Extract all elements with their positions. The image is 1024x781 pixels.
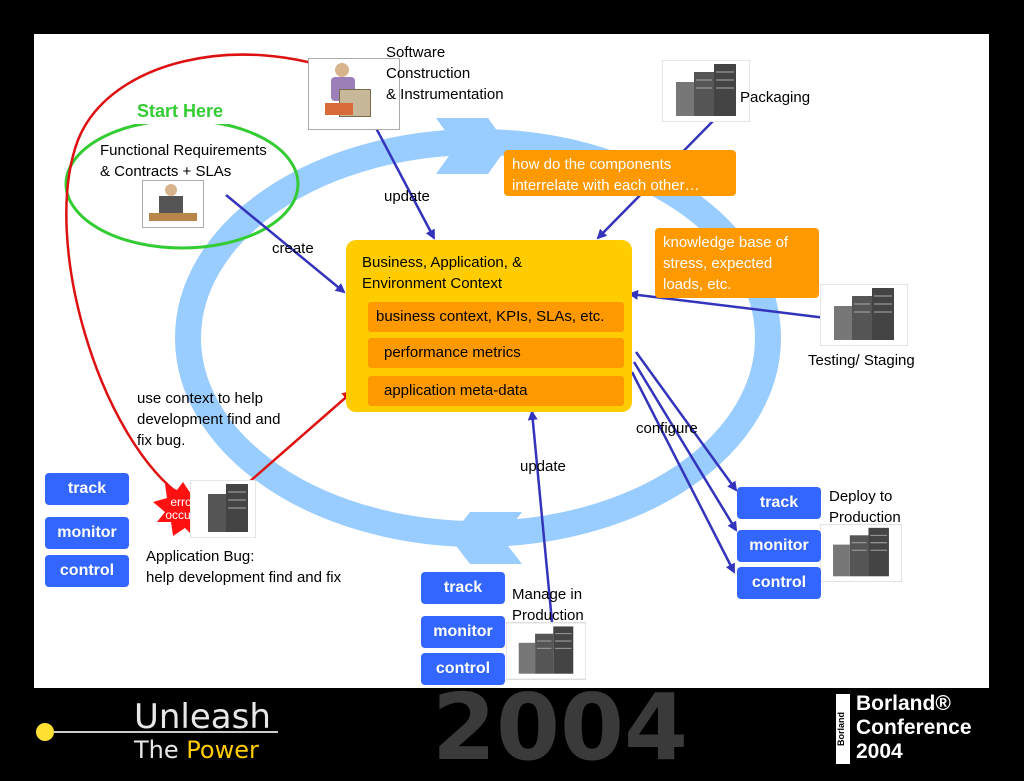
manage-monitor-button[interactable]: monitor xyxy=(421,616,505,648)
packaging-label: Packaging xyxy=(740,89,811,106)
context-title: Business, Application, & Environment Con… xyxy=(362,254,523,292)
bug-feedback-arrow xyxy=(65,53,349,500)
footer-bar xyxy=(0,688,1024,768)
server-icon-deploy xyxy=(820,524,902,582)
footer-the: The xyxy=(134,736,187,764)
create-arrow xyxy=(225,194,346,294)
configure-arrow-2 xyxy=(632,361,738,532)
context-item-performance: performance metrics xyxy=(368,338,624,368)
developer-illustration xyxy=(308,58,400,130)
configure-arrow-3 xyxy=(630,371,736,574)
deploy-track-button[interactable]: track xyxy=(737,487,821,519)
context-item-business: business context, KPIs, SLAs, etc. xyxy=(368,302,624,332)
manage-in-production-label: Manage in Production xyxy=(512,586,584,624)
interrelate-callout: how do the components interrelate with e… xyxy=(504,150,736,196)
testing-staging-label: Testing/ Staging xyxy=(808,352,915,369)
update-bottom-edge-label: update xyxy=(520,458,566,475)
update-top-arrow xyxy=(374,127,436,240)
functional-requirements-label: Functional Requirements & Contracts + SL… xyxy=(100,142,267,180)
manage-control-button[interactable]: control xyxy=(421,653,505,685)
business-person-illustration xyxy=(142,180,204,228)
context-item-metadata: application meta-data xyxy=(368,376,624,406)
deploy-monitor-button[interactable]: monitor xyxy=(737,530,821,562)
start-here-label: Start Here xyxy=(137,101,224,121)
application-bug-label: Application Bug: help development find a… xyxy=(146,548,342,586)
configure-edge-label: configure xyxy=(636,420,698,437)
footer-power: Power xyxy=(186,736,259,764)
manage-track-button[interactable]: track xyxy=(421,572,505,604)
footer-bullet-icon xyxy=(36,723,54,741)
footer-year: 2004 xyxy=(432,674,689,781)
borland-logo-icon: Borland xyxy=(836,694,850,764)
deploy-to-production-label: Deploy to Production xyxy=(829,488,901,526)
footer-line xyxy=(54,731,278,733)
footer-unleash: Unleash xyxy=(134,697,271,737)
update-top-edge-label: update xyxy=(384,188,430,205)
software-construction-label: Software Construction & Instrumentation xyxy=(386,44,504,103)
error-occurs-label: error occurs xyxy=(165,495,201,522)
server-icon-testing xyxy=(820,284,908,346)
update-bottom-arrow xyxy=(527,410,554,623)
testing-arrow xyxy=(628,290,827,320)
use-context-arrow xyxy=(239,390,355,491)
bug-track-button[interactable]: track xyxy=(45,473,129,505)
bug-control-button[interactable]: control xyxy=(45,555,129,587)
server-icon-bug xyxy=(190,480,256,538)
deploy-control-button[interactable]: control xyxy=(737,567,821,599)
ring-chevron-bottom xyxy=(450,512,522,564)
knowledge-base-callout: knowledge base of stress, expected loads… xyxy=(655,228,819,298)
footer-the-power: The Power xyxy=(134,736,259,764)
create-edge-label: create xyxy=(272,240,314,257)
server-icon-packaging xyxy=(662,60,750,122)
footer-conference: Borland® Conference 2004 xyxy=(856,692,972,763)
ring-chevron-top xyxy=(436,118,508,174)
context-box: Business, Application, & Environment Con… xyxy=(346,240,632,412)
use-context-label: use context to help development find and… xyxy=(137,390,281,449)
configure-arrow-1 xyxy=(634,351,738,492)
bug-monitor-button[interactable]: monitor xyxy=(45,517,129,549)
server-icon-manage xyxy=(506,622,586,680)
